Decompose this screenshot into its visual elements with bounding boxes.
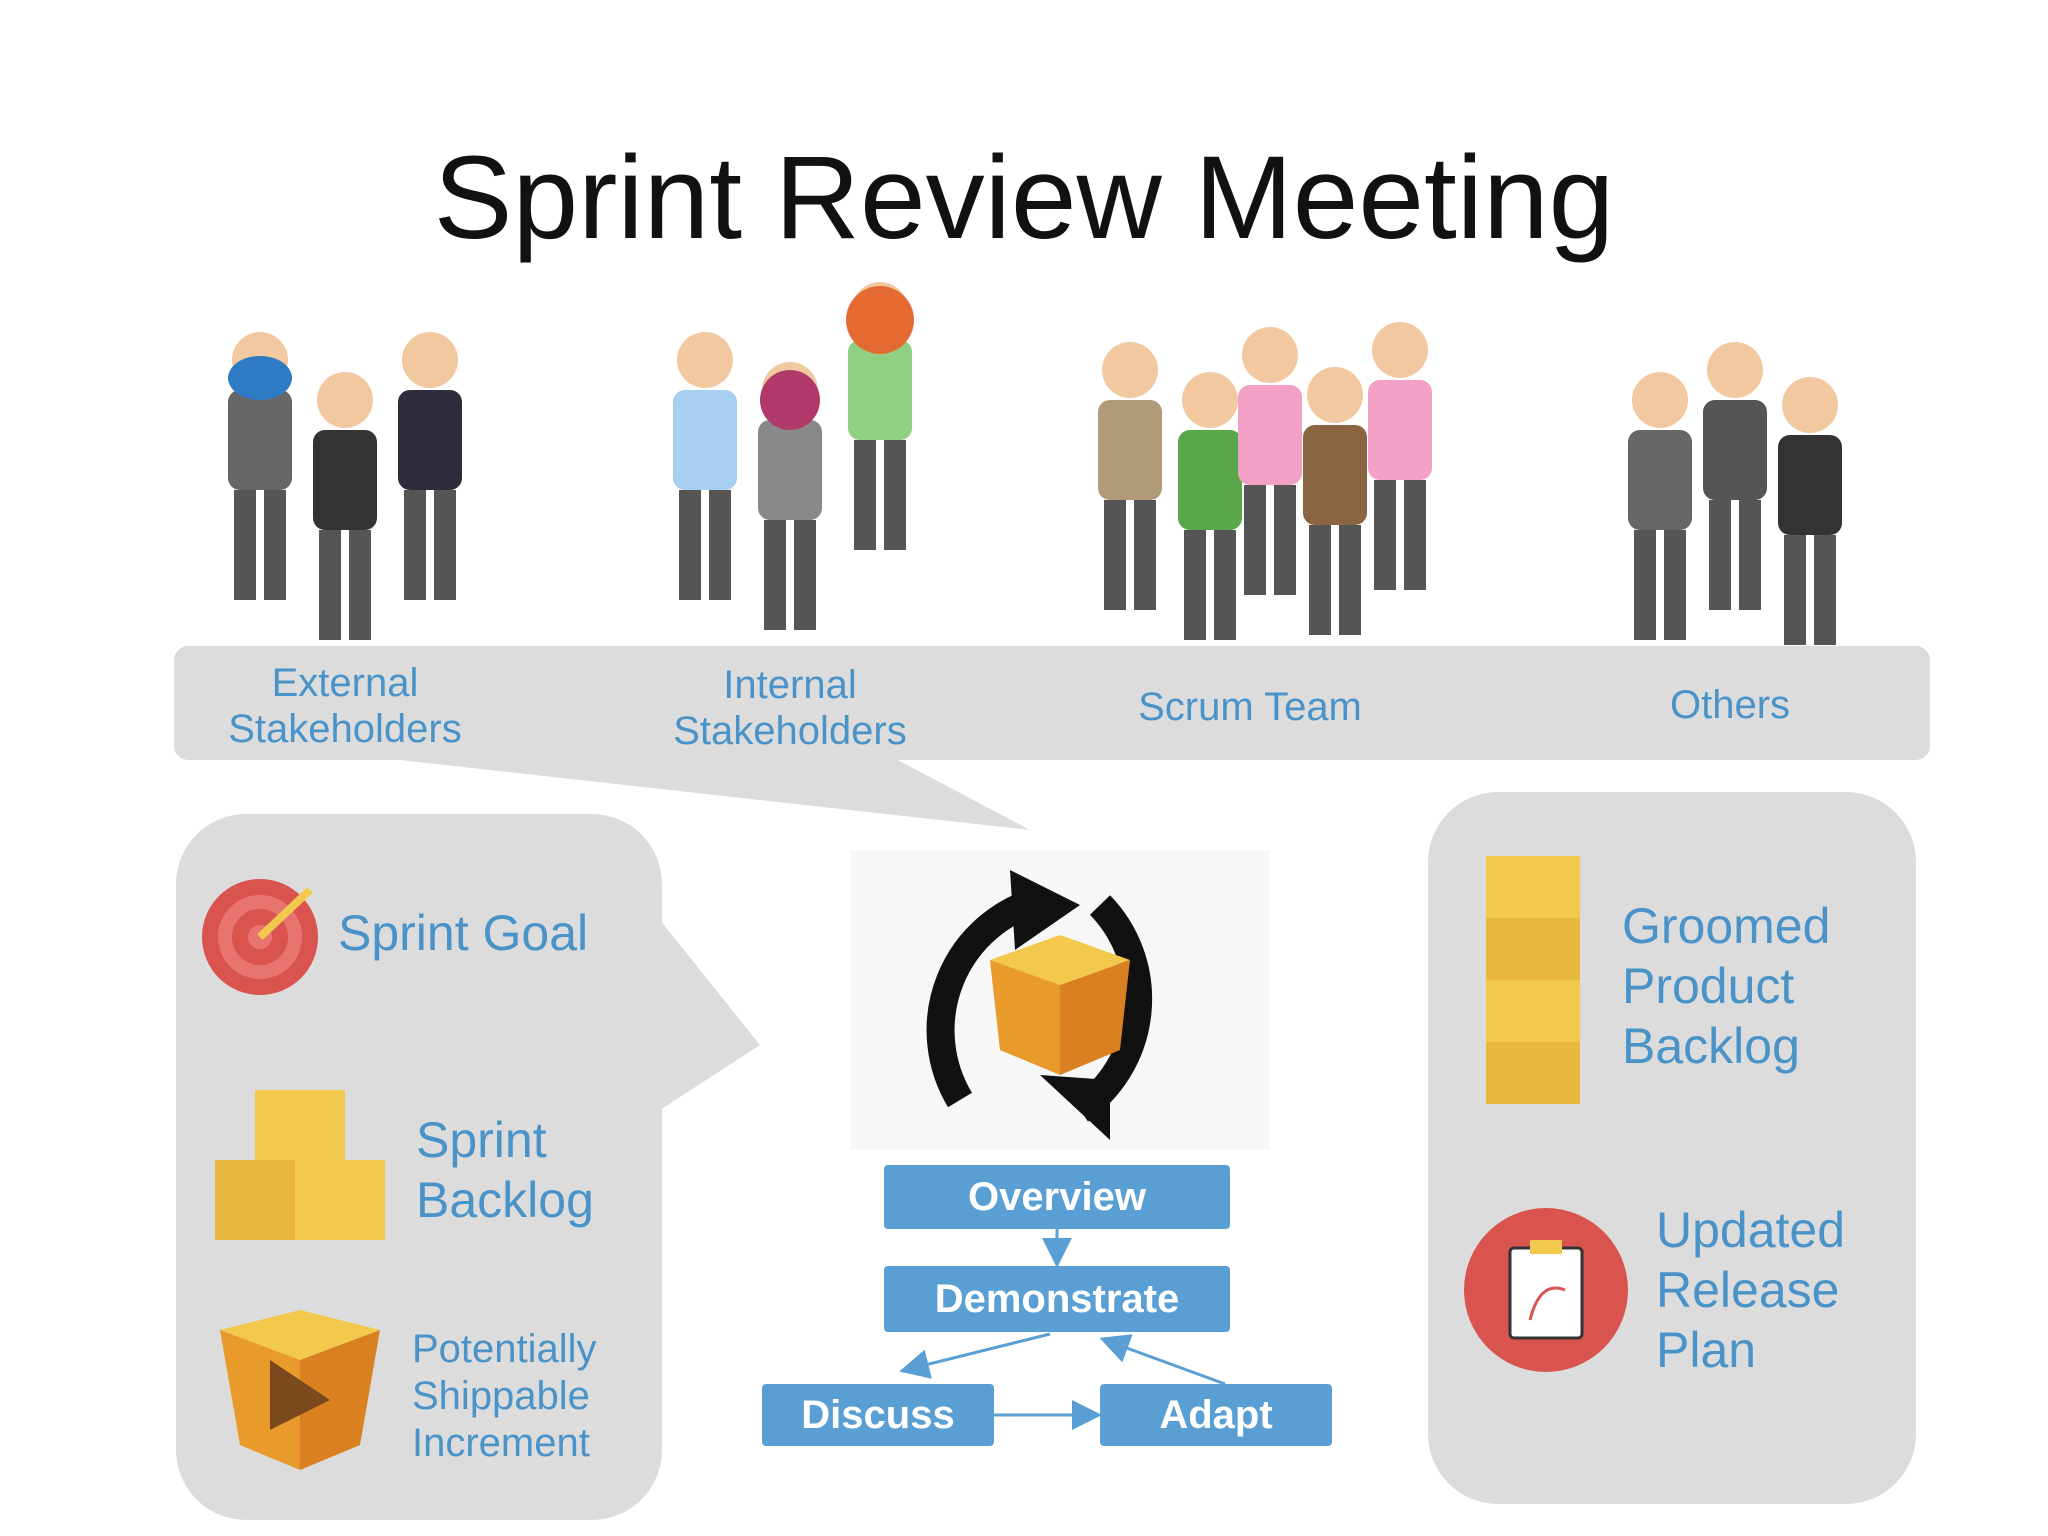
clipboard-icon [1464,1208,1628,1372]
internal-stakeholders-figures [673,282,914,630]
boxes-stack-icon [215,1090,385,1240]
group-label-external: External Stakeholders [228,661,462,751]
group-label-others: Others [1669,683,1791,727]
group-label-internal: Internal Stakeholders [673,663,907,753]
flow-step-demonstrate: Demonstrate [884,1266,1230,1332]
open-box-icon [220,1310,380,1470]
stakeholder-label-bar [174,646,1930,760]
flow-step-discuss: Discuss [762,1384,994,1446]
label-sprint-backlog: Sprint Backlog [416,1112,594,1228]
label-sprint-goal: Sprint Goal [338,905,589,961]
label-groomed-backlog: Groomed Product Backlog [1622,898,1831,1074]
boxes-column-icon [1486,856,1580,1104]
target-icon [202,879,318,995]
flow-step-overview: Overview [884,1165,1230,1229]
slide-title: Sprint Review Meeting [433,132,1615,264]
label-release-plan: Updated Release Plan [1656,1202,1846,1378]
group-label-scrum-team: Scrum Team [1138,685,1362,729]
external-stakeholders-figures [228,332,462,640]
flow-step-adapt: Adapt [1100,1384,1332,1446]
label-increment: Potentially Shippable Increment [412,1327,597,1465]
